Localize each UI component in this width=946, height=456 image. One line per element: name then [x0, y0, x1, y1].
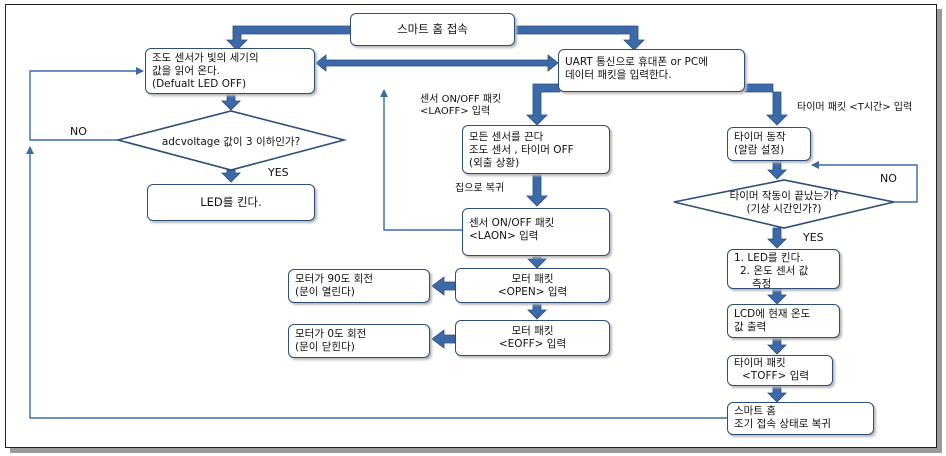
measure-line-1: 1. LED를 킨다. — [734, 252, 804, 264]
label-yes-right: YES — [803, 231, 824, 244]
label-timer-packet: 타이머 패킷 <T시간> 입력 — [797, 102, 913, 113]
arrow-check-to-measure — [767, 227, 787, 249]
arrow-lcd-to-toff — [767, 337, 787, 355]
all-off-line-3: (외출 상황) — [469, 157, 520, 169]
lcd-line-1: LCD에 현재 온도 — [734, 308, 811, 320]
lcd-line-2: 값 출력 — [734, 321, 767, 333]
arrow-open-to-eoff — [527, 302, 547, 320]
arrow-light-uart — [315, 54, 559, 72]
laon-line-2: <LAON> 입력 — [469, 230, 539, 242]
arrow-off-to-laon — [526, 173, 548, 207]
motor90-line-2: (문이 열린다) — [295, 286, 355, 298]
motor0-line-1: 모터가 0도 회전 — [295, 328, 367, 340]
arrow-timer-to-check — [767, 160, 787, 180]
measure-line-2: 2. 온도 센서 값 — [740, 265, 809, 277]
arrow-start-to-uart — [514, 25, 645, 51]
open-line-2: <OPEN> 입력 — [497, 285, 568, 298]
node-start: 스마트 홈 접속 — [350, 13, 515, 46]
line-laon-return — [380, 89, 462, 231]
node-lcd: LCD에 현재 온도 값 출력 — [727, 304, 840, 338]
arrow-uart-to-off — [526, 83, 561, 126]
node-motor90: 모터가 90도 회전 (문이 열린다) — [288, 269, 430, 303]
all-off-line-1: 모든 센서를 끈다 — [469, 131, 544, 143]
timer-run-line-1: 타이머 동작 — [734, 131, 786, 143]
led-on-text: LED를 킨다. — [200, 195, 262, 209]
all-off-line-2: 조도 센서 , 타이머 OFF — [469, 144, 574, 156]
line-reset-return — [26, 146, 728, 419]
decision-timer — [673, 179, 895, 229]
motor90-line-1: 모터가 90도 회전 — [295, 273, 373, 285]
toff-line-1: 타이머 패킷 — [734, 357, 786, 369]
eoff-line-1: 모터 패킷 — [511, 325, 554, 337]
timer-run-line-2: (알람 설정) — [734, 144, 785, 156]
arrow-eoff-to-motor0 — [431, 329, 456, 349]
line-no-loop-left — [29, 67, 144, 141]
decision-adc-text: adcvoltage 값이 3 이하인가? — [161, 136, 301, 148]
decision-timer-text: 타이머 작동이 끝났는가? (기상 시간인가?) — [690, 190, 878, 216]
node-reset: 스마트 홈 조기 접속 상태로 복귀 — [727, 402, 874, 435]
node-motor0: 모터가 0도 회전 (문이 닫힌다) — [288, 324, 430, 358]
read-light-line-2: 값을 읽어 온다. — [152, 65, 220, 77]
timer-check-line-1: 타이머 작동이 끝났는가? — [729, 190, 839, 202]
label-no-left: NO — [70, 125, 87, 138]
uart-line-1: UART 통신으로 휴대폰 or PC에 — [565, 56, 708, 68]
motor0-line-2: (문이 닫힌다) — [295, 341, 355, 353]
arrow-laon-to-open — [527, 255, 547, 269]
node-open: 모터 패킷 <OPEN> 입력 — [455, 268, 610, 303]
label-yes-left: YES — [268, 166, 289, 179]
uart-line-2: 데이터 패킷을 입력한다. — [565, 69, 672, 81]
open-line-1: 모터 패킷 — [511, 272, 554, 285]
label-return-home: 집으로 복귀 — [455, 183, 505, 194]
read-light-line-3: (Defualt LED OFF) — [152, 78, 247, 90]
arrow-measure-to-lcd — [767, 287, 787, 305]
arrow-open-to-motor90 — [431, 276, 456, 296]
node-toff: 타이머 패킷 <TOFF> 입력 — [727, 355, 833, 386]
eoff-line-2: <EOFF> 입력 — [498, 338, 567, 350]
label-laoff: 센서 ON/OFF 패킷 <LAOFF> 입력 — [420, 94, 501, 118]
arrow-start-to-light — [226, 25, 353, 51]
measure-line-3: 측정 — [752, 278, 772, 289]
laoff-line-1: 센서 ON/OFF 패킷 — [420, 94, 502, 105]
node-timer-run: 타이머 동작 (알람 설정) — [727, 127, 811, 161]
line-no-loop-right — [811, 161, 918, 203]
laoff-line-2: <LAOFF> 입력 — [420, 106, 491, 117]
timer-check-line-2: (기상 시간인가?) — [746, 203, 822, 215]
node-led-measure: 1. LED를 킨다. 2. 온도 센서 값 측정 — [727, 249, 840, 289]
toff-line-2: <TOFF> 입력 — [742, 370, 810, 382]
node-laon: 센서 ON/OFF 패킷 <LAON> 입력 — [462, 208, 610, 256]
arrow-light-to-check — [221, 92, 241, 111]
read-light-line-1: 조도 센서가 빛의 세기의 — [152, 52, 259, 64]
node-uart: UART 통신으로 휴대폰 or PC에 데이터 패킷을 입력한다. — [558, 49, 745, 92]
node-all-off: 모든 센서를 끈다 조도 센서 , 타이머 OFF (외출 상황) — [462, 125, 610, 174]
arrow-uart-to-timer — [744, 83, 788, 126]
node-eoff: 모터 패킷 <EOFF> 입력 — [455, 320, 610, 356]
reset-line-2: 조기 접속 상태로 복귀 — [734, 418, 831, 430]
label-no-right: NO — [880, 172, 897, 185]
laon-line-1: 센서 ON/OFF 패킷 — [469, 217, 555, 229]
node-start-text: 스마트 홈 접속 — [397, 22, 468, 36]
decision-adc — [114, 110, 348, 171]
node-read-light: 조도 센서가 빛의 세기의 값을 읽어 온다. (Defualt LED OFF… — [145, 48, 315, 94]
node-led-on: LED를 킨다. — [147, 184, 315, 221]
arrow-toff-to-reset — [767, 384, 787, 403]
reset-line-1: 스마트 홈 — [734, 405, 776, 417]
